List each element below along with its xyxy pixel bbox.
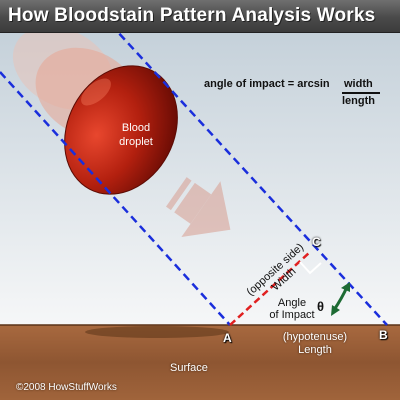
length-label: Length (298, 344, 332, 356)
angle-label-line1: Angle (277, 297, 307, 309)
blood-droplet (64, 65, 178, 195)
droplet-label: Blood droplet (106, 121, 166, 149)
page-title: How Bloodstain Pattern Analysis Works (8, 5, 376, 26)
hypotenuse-label-group: (hypotenuse) Length (270, 331, 360, 357)
point-a-label: A (223, 331, 232, 345)
theta-symbol: θ (317, 299, 325, 314)
angle-arrowhead-bottom (331, 305, 340, 316)
hypotenuse-label: (hypotenuse) (282, 331, 348, 343)
droplet-highlight (81, 78, 111, 106)
motion-arrow (166, 177, 231, 237)
droplet-label-line1: Blood (121, 122, 151, 134)
formula-numerator: width (344, 78, 373, 90)
angle-arrowhead-top (341, 282, 350, 292)
formula-fraction-bar (342, 92, 380, 94)
formula-lhs: angle of impact = arcsin (204, 78, 330, 90)
angle-label-group: Angle of Impact (266, 297, 318, 321)
width-line (229, 251, 311, 326)
title-bar: How Bloodstain Pattern Analysis Works (0, 0, 400, 33)
right-angle-marker (299, 261, 322, 275)
copyright-text: ©2008 HowStuffWorks (16, 382, 117, 393)
formula-denominator: length (342, 95, 375, 107)
guide-line-upper (92, 4, 388, 326)
droplet-label-line2: droplet (119, 136, 153, 148)
droplet-shadow (85, 326, 229, 338)
surface-ground (0, 325, 400, 400)
point-b-label: B (379, 328, 388, 342)
angle-label-line2: of Impact (269, 309, 315, 321)
guide-line-lower (0, 71, 231, 326)
surface-label: Surface (170, 362, 208, 374)
point-c-label: C (312, 235, 321, 249)
